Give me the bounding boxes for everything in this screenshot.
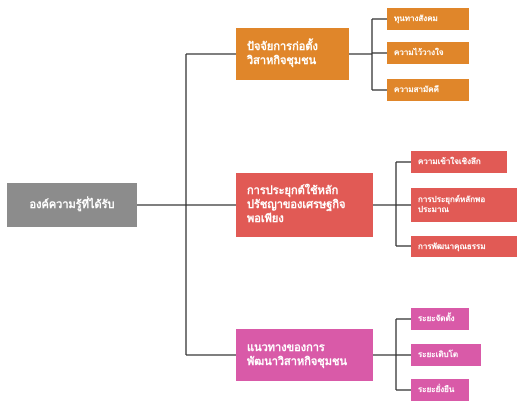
leaf-node-deep-understanding: ความเข้าใจเชิงลึก (411, 151, 507, 173)
root-node-label: องค์ความรู้ที่ได้รับ (29, 198, 115, 212)
leaf-node-label: ความสามัคคี (394, 85, 439, 94)
leaf-node-growth-phase: ระยะเติบโต (411, 344, 481, 366)
branch-node-label: แนวทางของการ พัฒนาวิสาหกิจชุมชน (247, 341, 348, 368)
branch-node-factors: ปัจจัยการก่อตั้ง วิสาหกิจชุมชน (236, 28, 349, 80)
leaf-node-establishment-phase: ระยะจัดตั้ง (411, 308, 469, 330)
leaf-node-unity: ความสามัคคี (387, 79, 469, 101)
branch-node-label: ปัจจัยการก่อตั้ง วิสาหกิจชุมชน (247, 40, 318, 67)
root-node: องค์ความรู้ที่ได้รับ (7, 183, 137, 227)
leaf-node-label: การพัฒนาคุณธรรม (418, 241, 486, 251)
branch-node-label: การประยุกต์ใช้หลัก ปรัชญาของเศรษฐกิจ พอเ… (247, 184, 346, 225)
leaf-node-trust: ความไว้วางใจ (387, 42, 469, 64)
leaf-node-label: การประยุกต์หลักพอ ประมาณ (418, 195, 486, 214)
leaf-node-label: ระยะจัดตั้ง (418, 314, 455, 323)
leaf-node-moderation: การประยุกต์หลักพอ ประมาณ (411, 188, 517, 222)
branch-node-application: การประยุกต์ใช้หลัก ปรัชญาของเศรษฐกิจ พอเ… (236, 173, 373, 237)
leaf-node-social-capital: ทุนทางสังคม (387, 8, 469, 30)
leaf-node-label: ระยะยั่งยืน (418, 385, 455, 394)
branch-node-guidelines: แนวทางของการ พัฒนาวิสาหกิจชุมชน (236, 329, 373, 381)
leaf-node-label: ทุนทางสังคม (394, 14, 438, 23)
leaf-node-morality: การพัฒนาคุณธรรม (411, 236, 517, 257)
leaf-node-label: ระยะเติบโต (418, 350, 459, 359)
leaf-node-sustainable-phase: ระยะยั่งยืน (411, 379, 469, 401)
leaf-node-label: ความไว้วางใจ (394, 48, 444, 57)
leaf-node-label: ความเข้าใจเชิงลึก (418, 157, 481, 166)
